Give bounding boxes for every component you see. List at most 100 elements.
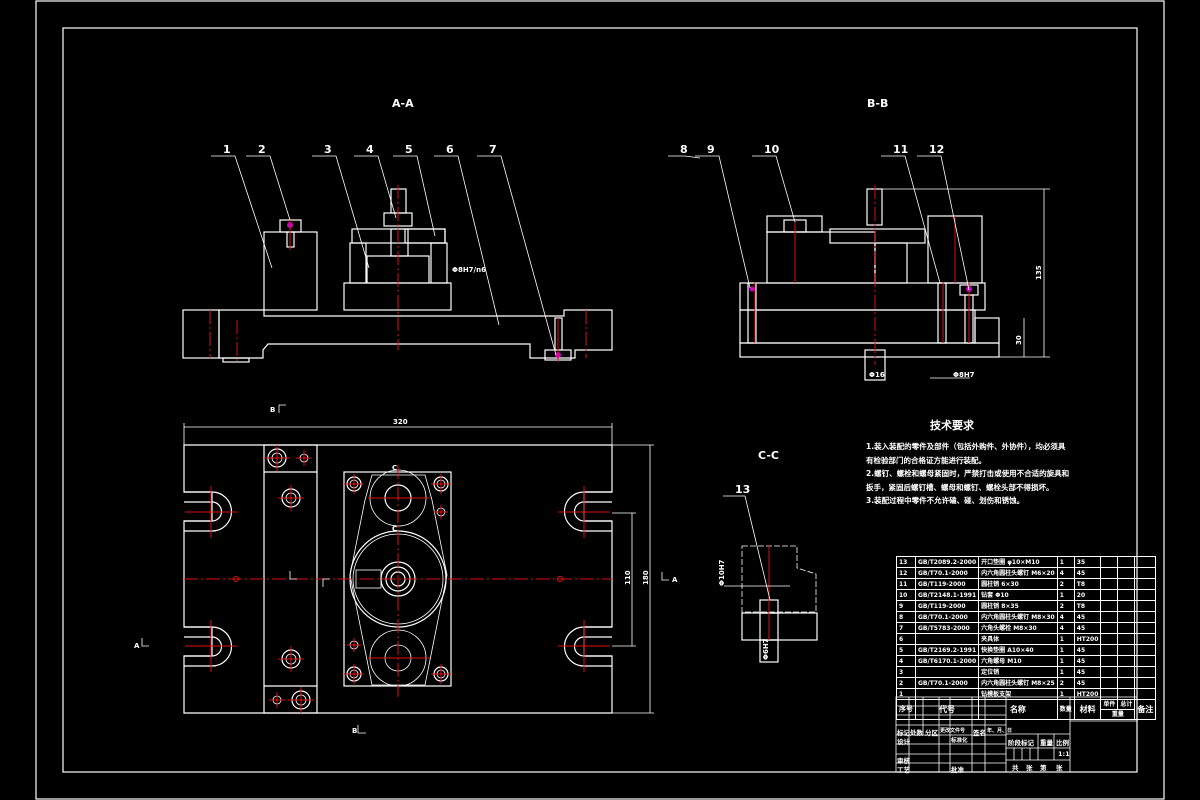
bom-cell-remark — [1134, 611, 1157, 623]
bom-cell-material: HT200 — [1073, 688, 1102, 700]
bom-cell-empty — [1100, 677, 1119, 689]
tb-sheet-unit: 张 — [1056, 764, 1063, 772]
cc-fit-1: Φ10H7 — [718, 559, 726, 586]
plan-section-break-2 — [322, 578, 330, 587]
balloon-label-13: 13 — [735, 483, 750, 496]
plan-section-break-1 — [289, 571, 297, 580]
bb-clamp-body — [874, 242, 908, 284]
bom-cell-name: 圆柱销 8×35 — [978, 600, 1058, 612]
bom-cell-empty — [1117, 688, 1136, 700]
balloon-label-1: 1 — [223, 143, 231, 156]
bom-cell-qty: 1 — [1056, 589, 1075, 601]
bb-clamp-arm — [829, 228, 926, 244]
bom-cell-empty — [1117, 633, 1136, 645]
bom-cell-qty: 4 — [1056, 622, 1075, 634]
strip-bolt-centerline — [278, 485, 304, 511]
tb-signature: 签名 — [973, 729, 986, 737]
tb-change-doc: 更改文件号 — [940, 728, 966, 734]
bb-dim-135: 135 — [1035, 265, 1043, 280]
bom-cell-material: 45 — [1073, 567, 1102, 579]
bom-cell-qty: 1 — [1056, 666, 1075, 678]
bom-cell-remark — [1134, 556, 1157, 568]
balloon-label-3: 3 — [324, 143, 332, 156]
bom-cell-remark — [1134, 644, 1157, 656]
bom-header-total-weight: 总计 — [1117, 699, 1136, 710]
bom-cell-code: GB/T2089.2-2000 — [914, 556, 980, 568]
bom-cell-no: 8 — [896, 611, 916, 623]
bom-cell-empty — [1100, 556, 1119, 568]
balloon-label-12: 12 — [929, 143, 944, 156]
bom-cell-qty: 1 — [1056, 688, 1075, 700]
aa-base-foot-left — [222, 357, 250, 363]
bom-cell-qty: 1 — [1056, 633, 1075, 645]
bom-cell-empty — [1117, 600, 1136, 612]
section-aa-title: A-A — [392, 97, 414, 110]
bom-cell-empty — [1100, 622, 1119, 634]
bom-cell-no: 1 — [896, 688, 916, 700]
screw-centerline — [344, 474, 364, 494]
bom-cell-material: T8 — [1073, 600, 1102, 612]
bom-cell-name: 钻套 Φ10 — [978, 589, 1058, 601]
plan-mark-a-right: A — [672, 576, 678, 584]
tb-weight: 重量 — [1040, 739, 1053, 747]
tb-date: 年、月、日 — [987, 728, 1013, 734]
plan-mark-b-top-arrow — [278, 404, 286, 413]
aa-stud-shank — [390, 228, 409, 257]
bom-cell-qty: 4 — [1056, 567, 1075, 579]
bom-cell-remark — [1134, 589, 1157, 601]
strip-bolt-centerline — [288, 687, 314, 713]
bom-header-name: 名称 — [978, 699, 1058, 720]
tb-sheets-total: 共 — [1012, 764, 1019, 772]
bom-cell-material: HT200 — [1073, 633, 1102, 645]
tb-scale-value: 1:1 — [1058, 750, 1070, 758]
balloon-leader — [723, 495, 771, 601]
bom-cell-material: T8 — [1073, 578, 1102, 590]
bom-cell-material: 45 — [1073, 611, 1102, 623]
bom-cell-empty — [1117, 567, 1136, 579]
pin-centerline — [347, 638, 361, 652]
bom-cell-empty — [1100, 688, 1119, 700]
screw-centerline — [431, 474, 451, 494]
tb-sheets-unit: 张 — [1026, 764, 1033, 772]
bom-cell-remark — [1134, 578, 1157, 590]
balloon-label-6: 6 — [446, 143, 454, 156]
bom-cell-name: 开口垫圈 φ10×M10 — [978, 556, 1058, 568]
balloon-label-5: 5 — [405, 143, 413, 156]
bom-cell-code: GB/T2169.2-1991 — [914, 644, 980, 656]
bom-cell-name: 内六角圆柱头螺钉 M6×20 — [978, 567, 1058, 579]
section-bb-title: B-B — [867, 97, 888, 110]
bom-cell-no: 12 — [896, 567, 916, 579]
tech-req-line: 扳手，紧固后螺钉槽、螺母和螺钉、螺栓头部不得损坏。 — [866, 483, 1054, 492]
strip-bolt-centerline — [264, 445, 290, 471]
bom-cell-name: 内六角圆柱头螺钉 M8×30 — [978, 611, 1058, 623]
bom-cell-no: 9 — [896, 600, 916, 612]
bom-cell-empty — [1117, 611, 1136, 623]
bom-cell-qty: 2 — [1056, 677, 1075, 689]
outer-frame — [35, 0, 1165, 800]
tb-mark: 标记 — [897, 729, 910, 737]
pin-centerline — [434, 505, 448, 519]
balloon-leader — [312, 155, 370, 269]
bom-cell-no: 13 — [896, 556, 916, 568]
cc-upper-body — [741, 545, 817, 613]
plan-mark-c-bottom: C — [392, 525, 397, 533]
tech-req-line: 2.螺钉、螺栓和螺母紧固时，严禁打击或使用不合适的旋具和 — [866, 469, 1070, 478]
balloon-leader — [246, 155, 291, 221]
bom-cell-no: 10 — [896, 589, 916, 601]
bb-mid-plate — [739, 282, 986, 311]
bom-cell-qty: 1 — [1056, 655, 1075, 667]
bom-cell-material: 45 — [1073, 622, 1102, 634]
inner-frame — [62, 27, 1138, 773]
balloon-leader — [477, 155, 557, 356]
tb-scale: 比例 — [1056, 739, 1069, 747]
bom-cell-remark — [1134, 633, 1157, 645]
bom-cell-empty — [1117, 622, 1136, 634]
bom-cell-material: 45 — [1073, 666, 1102, 678]
bom-header-qty: 数量 — [1056, 699, 1075, 720]
bom-cell-code: GB/T119-2000 — [914, 578, 980, 590]
